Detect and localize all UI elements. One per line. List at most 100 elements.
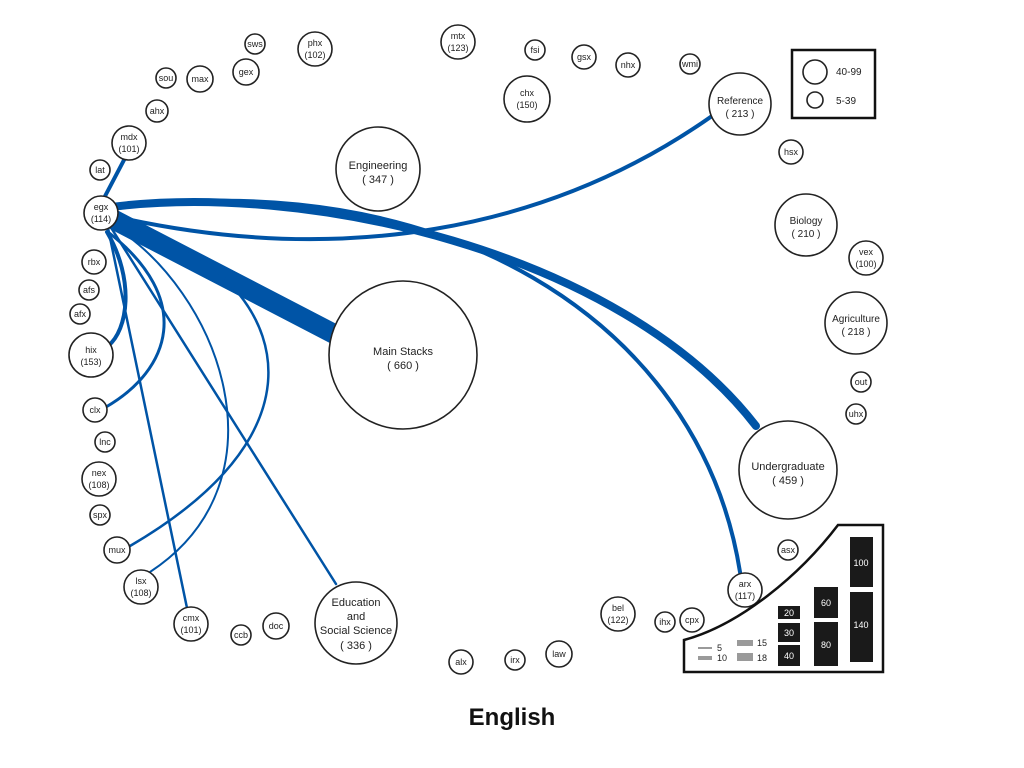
legend-box-60 [814,587,838,618]
node-max-label: max [191,74,209,84]
edge-egx-hix [105,230,128,348]
legend-size-large-circle [802,59,828,85]
node-gex-label: gex [239,67,254,77]
node-lnc-label: lnc [99,437,111,447]
node-vex: vex(100) [848,240,884,276]
legend-thin-label-4: 18 [757,653,767,663]
node-wmi: wmi [679,53,701,75]
edge-egx-mdx [101,158,126,202]
node-nhx-label: nhx [621,60,636,70]
node-education-line-2: and [347,611,365,623]
node-agriculture-count: ( 218 ) [842,327,871,338]
node-nex-count: (108) [88,480,109,490]
node-egx-label: egx [94,202,109,212]
node-fsi: fsi [524,39,546,61]
node-ahx: ahx [145,99,169,123]
edge-egx-arx [102,198,742,574]
node-afx-label: afx [74,309,87,319]
node-sws-label: sws [247,39,263,49]
legend-box-40 [778,645,800,666]
node-mtx-label: mtx [451,31,466,41]
node-gsx: gsx [571,44,597,70]
node-uhx-label: uhx [849,409,864,419]
node-nex-label: nex [92,468,107,478]
node-nhx: nhx [615,52,641,78]
node-doc-label: doc [269,621,284,631]
node-education-line-3: Social Science [320,625,392,637]
node-engineering: Engineering( 347 ) [335,126,421,212]
legend-thin-line-3 [737,640,753,646]
edge-egx-clx [104,230,166,409]
node-uhx: uhx [845,403,867,425]
legend-box-100 [850,537,873,587]
node-undergraduate-count: ( 459 ) [772,475,804,487]
legend-node-size: 40-99 5-39 [790,48,877,120]
legend-edge-width: 5 10 15 18 20 30 40 60 80 100 140 [682,523,885,674]
node-law: law [545,640,573,668]
node-mainstacks-count: ( 660 ) [387,360,419,372]
node-cpx: cpx [679,607,705,633]
node-clx: clx [82,397,108,423]
node-spx: spx [89,504,111,526]
node-sou: sou [155,67,177,89]
node-cmx-label: cmx [183,613,200,623]
edge-egx-education [108,224,338,586]
edge-egx-mux [108,222,270,548]
node-alx: alx [448,649,474,675]
node-mdx-label: mdx [120,132,138,142]
node-out: out [850,371,872,393]
node-reference: Reference( 213 ) [708,72,772,136]
node-law-label: law [552,649,566,659]
node-asx-label: asx [781,545,796,555]
node-out-label: out [855,377,868,387]
node-ccb: ccb [230,624,252,646]
legend-thin-label-2: 10 [717,653,727,663]
node-phx-label: phx [308,38,323,48]
legend-thin-label-3: 15 [757,638,767,648]
node-fsi-label: fsi [531,45,540,55]
node-chx-count: (150) [516,100,537,110]
node-max: max [186,65,214,93]
legend-box-140-label: 140 [853,620,868,630]
diagram-caption: English [468,704,556,731]
node-mux-label: mux [108,545,126,555]
node-asx: asx [777,539,799,561]
node-mainstacks-label: Main Stacks [373,346,433,358]
node-hix-label: hix [85,345,97,355]
legend-box-30-label: 30 [784,628,794,638]
node-chx: chx(150) [503,75,551,123]
legend-node-size-frame [790,48,877,120]
node-hix-count: (153) [80,357,101,367]
node-education-line-1: Education [332,597,381,609]
node-doc: doc [262,612,290,640]
node-bel: bel(122) [600,596,636,632]
edges-layer [93,114,760,610]
node-arx-label: arx [739,579,752,589]
node-wmi-label: wmi [681,59,698,69]
node-irx-label: irx [510,655,520,665]
node-spx-label: spx [93,510,108,520]
legend-thin-line-4 [737,653,753,661]
node-mtx-count: (123) [447,43,468,53]
node-vex-label: vex [859,247,874,257]
legend-box-20-label: 20 [784,608,794,618]
legend-box-60-label: 60 [821,598,831,608]
legend-thin-line-1 [698,647,712,649]
node-cmx-count: (101) [180,625,201,635]
node-sws: sws [244,33,266,55]
node-biology-count: ( 210 ) [792,229,821,240]
legend-size-large-label: 40-99 [836,67,862,78]
node-afx: afx [69,303,91,325]
legend-box-140 [850,592,873,662]
node-mdx-count: (101) [118,144,139,154]
edge-egx-cmx [106,226,189,610]
legend-size-small-label: 5-39 [836,96,856,107]
node-afs: afs [78,279,100,301]
node-mtx: mtx (123) [440,24,476,60]
node-lnc: lnc [94,431,116,453]
node-reference-count: ( 213 ) [726,109,755,120]
node-ahx-label: ahx [150,106,165,116]
node-cpx-label: cpx [685,615,700,625]
node-hix: hix (153) [68,332,114,378]
